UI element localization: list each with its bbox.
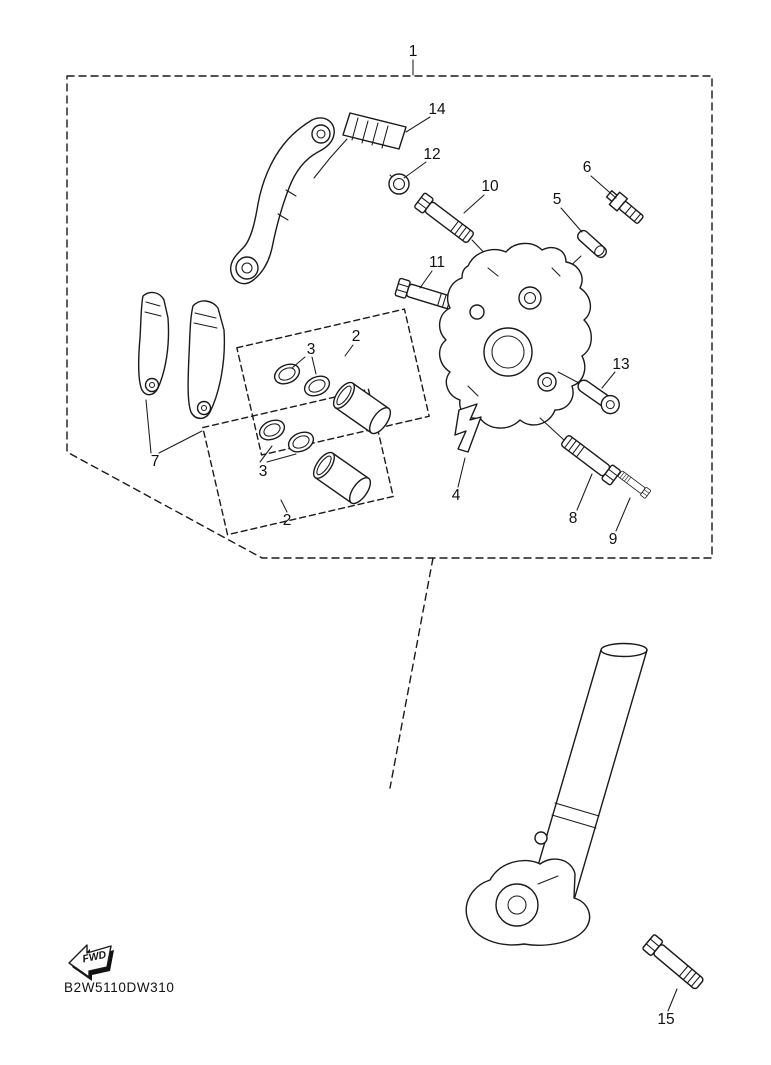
callout-10: 10 xyxy=(481,178,499,195)
axle-bolt-15 xyxy=(641,933,707,993)
pad-shim-14 xyxy=(313,112,407,179)
brake-pads-7 xyxy=(137,291,226,420)
seal-kit-lower-contents xyxy=(258,419,372,505)
callout-9: 9 xyxy=(609,531,618,548)
boot-cap-12 xyxy=(388,173,410,195)
callout-3-top: 3 xyxy=(307,341,316,358)
pad-spring-4 xyxy=(454,403,482,453)
callout-2-top: 2 xyxy=(352,328,361,345)
caliper-mount-lug xyxy=(534,831,548,845)
fwd-mark: FWD xyxy=(68,944,114,981)
mount-bolt-8 xyxy=(539,417,622,487)
callout-11: 11 xyxy=(429,254,445,271)
caliper-piston xyxy=(332,381,392,435)
fork-connector-line xyxy=(389,557,434,789)
caliper-body xyxy=(439,242,592,429)
caliper-piston xyxy=(312,451,372,505)
assembly-boundary-box xyxy=(66,75,713,559)
hanger-pin-13 xyxy=(557,371,620,415)
o-ring xyxy=(287,431,315,453)
callout-2-bottom: 2 xyxy=(283,512,292,529)
seal-kit-box-lower xyxy=(202,388,394,536)
callout-5: 5 xyxy=(553,191,562,208)
pin-13-axis-line xyxy=(557,371,580,384)
caliper-bracket xyxy=(229,117,335,285)
drawing-part-code: B2W5110DW310 xyxy=(64,980,175,995)
callout-14: 14 xyxy=(428,101,446,118)
callout-3-bottom: 3 xyxy=(259,463,268,480)
front-fork xyxy=(465,642,648,946)
callout-4: 4 xyxy=(452,487,461,504)
callout-8: 8 xyxy=(569,510,578,527)
callout-1: 1 xyxy=(409,43,418,60)
small-bolt-9 xyxy=(616,469,652,499)
callout-6: 6 xyxy=(583,159,592,176)
callout-15: 15 xyxy=(657,1011,674,1028)
bolt-8-axis-line xyxy=(539,417,565,441)
bleed-screw-6 xyxy=(605,190,644,224)
callout-12: 12 xyxy=(423,146,440,163)
callout-7: 7 xyxy=(151,453,160,470)
callout-leader-lines xyxy=(145,59,678,1012)
fwd-arrow-icon xyxy=(68,944,112,978)
callout-13: 13 xyxy=(612,356,629,373)
fwd-label: FWD xyxy=(81,949,107,966)
o-ring xyxy=(258,419,286,441)
seal-kit-upper-contents xyxy=(273,363,392,435)
o-ring xyxy=(303,375,331,397)
o-ring xyxy=(273,363,301,385)
